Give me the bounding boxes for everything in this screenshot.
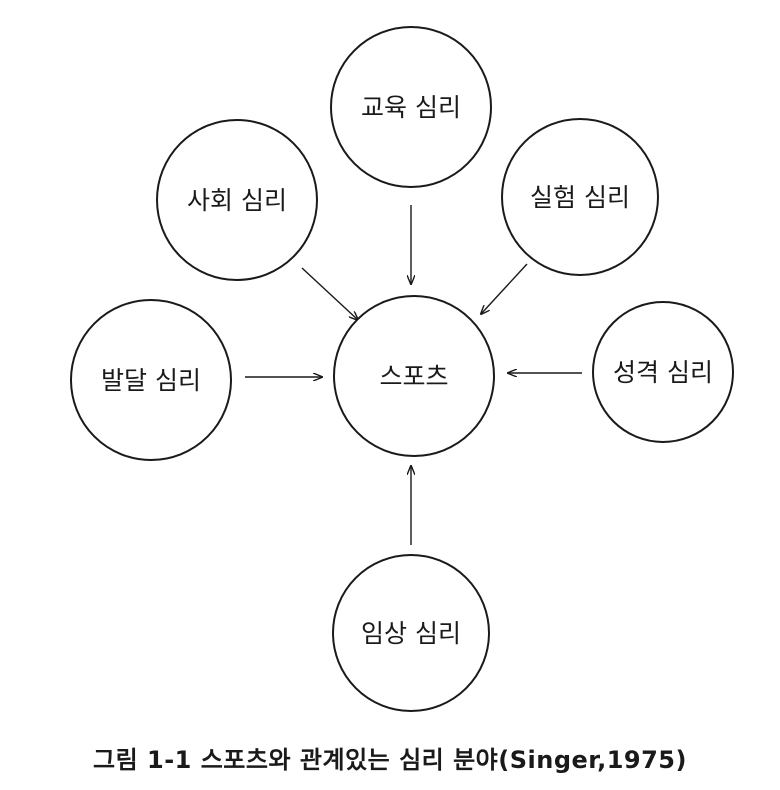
node-social-label: 사회 심리 <box>187 186 287 215</box>
node-developmental-label: 발달 심리 <box>101 366 201 395</box>
node-personality: 성격 심리 <box>592 301 734 443</box>
figure-caption: 그림 1-1 스포츠와 관계있는 심리 분야(Singer,1975) <box>93 746 687 774</box>
node-education: 교육 심리 <box>330 26 492 188</box>
arrow-experimental-to-sports <box>481 263 528 314</box>
node-clinical: 임상 심리 <box>332 554 490 712</box>
node-social: 사회 심리 <box>156 119 318 281</box>
node-sports-label: 스포츠 <box>379 362 448 391</box>
node-experimental-label: 실험 심리 <box>530 183 630 212</box>
node-developmental: 발달 심리 <box>70 299 232 461</box>
node-experimental: 실험 심리 <box>501 118 659 276</box>
node-sports: 스포츠 <box>333 295 495 457</box>
node-education-label: 교육 심리 <box>361 93 461 122</box>
diagram: 교육 심리 사회 심리 실험 심리 발달 심리 스포츠 성격 심리 임상 심리 <box>70 26 734 712</box>
node-personality-label: 성격 심리 <box>613 358 713 387</box>
node-clinical-label: 임상 심리 <box>361 619 461 648</box>
arrow-social-to-sports <box>301 267 358 320</box>
